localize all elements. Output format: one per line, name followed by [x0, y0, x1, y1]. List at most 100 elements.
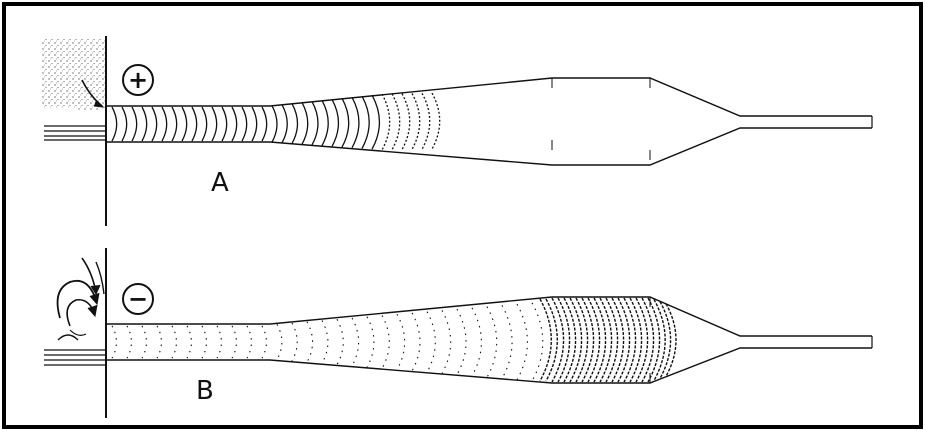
particle-front-arc: [432, 93, 440, 149]
particle-front-arc: [152, 107, 157, 141]
particle-front-arc: [352, 97, 359, 148]
particle-front-arc: [262, 107, 267, 141]
particle-front-arc: [502, 305, 512, 378]
particle-front-arc: [217, 326, 221, 358]
particle-front-arc: [372, 95, 379, 149]
particle-front-arc: [142, 107, 147, 141]
particle-front-arc: [127, 326, 131, 358]
particle-front-arc: [282, 105, 287, 143]
particle-front-arc: [397, 314, 405, 370]
particle-front-arc: [337, 319, 343, 364]
panel-b-swirl-arrow-head: [88, 305, 97, 316]
particle-front-arc: [630, 298, 642, 382]
particle-front-arc: [247, 326, 251, 358]
particle-front-arc: [594, 298, 606, 382]
particle-front-arc: [307, 322, 313, 362]
particle-front-arc: [576, 298, 588, 382]
particle-front-arc: [392, 94, 400, 150]
panel-b-swirl-arrow: [70, 330, 86, 335]
particle-front-arc: [457, 309, 466, 375]
particle-front-arc: [172, 326, 176, 358]
particle-front-arc: [606, 298, 618, 382]
particle-front-arc: [252, 107, 257, 141]
particle-front-arc: [212, 107, 217, 141]
particle-front-arc: [442, 310, 451, 373]
particle-front-arc: [112, 107, 117, 141]
particle-front-arc: [342, 98, 349, 147]
particle-front-arc: [332, 99, 338, 146]
particle-front-arc: [302, 103, 308, 145]
particle-front-arc: [618, 298, 630, 382]
particle-front-arc: [612, 298, 624, 382]
particle-front-arc: [187, 326, 191, 358]
particle-front-arc: [642, 298, 654, 382]
particle-front-arc: [182, 107, 187, 141]
particle-front-arc: [142, 326, 146, 358]
particle-front-arc: [132, 107, 137, 141]
particle-front-arc: [636, 298, 648, 382]
panel-b-label: B: [196, 378, 214, 404]
panel-a-source-stipple: [42, 38, 106, 110]
particle-front-arc: [402, 94, 410, 150]
particle-front-arc: [292, 104, 297, 144]
particle-front-arc: [517, 304, 527, 380]
panel-a-tube-bottom: [106, 128, 872, 165]
particle-front-arc: [262, 326, 266, 358]
particle-front-arc: [382, 94, 390, 150]
particle-front-arc: [666, 304, 676, 377]
panel-b-dispersed-particles: [112, 303, 543, 381]
particle-front-arc: [540, 299, 551, 381]
panel-b-swirl-arrow: [58, 335, 78, 340]
particle-front-arc: [362, 96, 369, 148]
panel-b: [44, 248, 872, 418]
particle-front-arc: [312, 102, 318, 145]
particle-front-arc: [242, 107, 247, 141]
particle-front-arc: [412, 313, 420, 371]
panel-a-tube-top: [106, 78, 872, 116]
particle-front-arc: [172, 107, 177, 141]
particle-front-arc: [112, 326, 116, 358]
particle-front-arc: [122, 107, 127, 141]
particle-front-arc: [232, 107, 237, 141]
panel-a-label: A: [211, 170, 229, 196]
particle-front-arc: [624, 298, 636, 382]
particle-front-arc: [422, 93, 430, 149]
particle-front-arc: [427, 312, 435, 373]
particle-front-arc: [570, 298, 582, 382]
particle-front-arc: [558, 298, 570, 382]
particle-front-arc: [588, 298, 600, 382]
panel-b-swirl-arrow-head: [90, 293, 99, 304]
particle-front-arc: [367, 317, 374, 368]
negative-sign-icon: −: [122, 283, 154, 315]
particle-front-arc: [382, 315, 389, 368]
particle-front-arc: [322, 100, 328, 145]
particle-front-arc: [412, 93, 420, 149]
particle-front-arc: [564, 298, 576, 382]
positive-sign-icon: +: [122, 64, 154, 96]
panel-b-swirl-arrow: [67, 300, 94, 326]
particle-front-arc: [654, 299, 665, 380]
particle-front-arc: [202, 326, 206, 358]
particle-front-arc: [292, 323, 297, 361]
particle-front-arc: [232, 326, 236, 358]
panel-b-tube-top: [106, 297, 872, 336]
particle-front-arc: [222, 107, 227, 141]
particle-front-arc: [582, 298, 594, 382]
particle-front-arc: [272, 106, 277, 142]
particle-front-arc: [648, 298, 660, 382]
panel-b-tube-bottom: [106, 348, 872, 383]
particle-front-arc: [472, 308, 481, 376]
particle-front-arc: [487, 307, 497, 378]
particle-front-arc: [352, 318, 359, 366]
particle-front-arc: [157, 326, 161, 358]
particle-front-arc: [202, 107, 207, 141]
panel-a: [42, 36, 872, 226]
particle-front-arc: [532, 303, 543, 381]
particle-front-arc: [322, 321, 328, 364]
panel-b-arc-pattern: [540, 298, 676, 382]
particle-front-arc: [600, 298, 612, 382]
particle-front-arc: [162, 107, 167, 141]
particle-front-arc: [277, 324, 282, 359]
particle-front-arc: [192, 107, 197, 141]
